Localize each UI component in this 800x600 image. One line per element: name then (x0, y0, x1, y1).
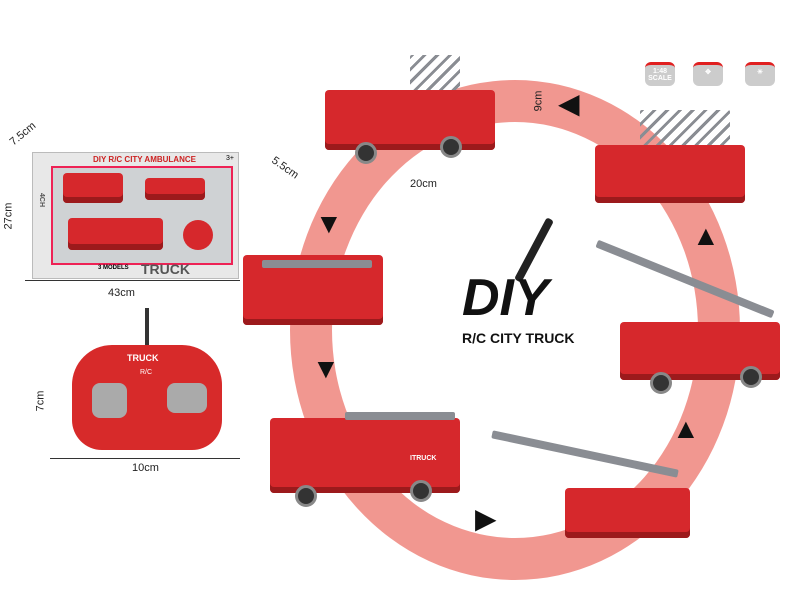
ladder (345, 412, 455, 420)
dim-box-height: 27cm (2, 202, 15, 230)
wheel (295, 485, 317, 507)
transform-arrows-icon: ✥ (693, 62, 723, 86)
logo-title: DIY (462, 269, 549, 327)
dim-box-depth: 7.5cm (7, 119, 39, 149)
box-truck-1 (63, 173, 123, 203)
box-truck-3 (68, 218, 163, 250)
box-models: 3 MODELS (98, 265, 129, 271)
arrow-down-icon: ▼ (312, 353, 340, 384)
scissor-lift (410, 55, 460, 95)
module-lift-base (595, 145, 745, 203)
remote-label-top: TRUCK (127, 353, 159, 363)
light-icon: ☀ (745, 62, 775, 86)
dim-line (25, 280, 240, 281)
dim-box-width: 43cm (108, 287, 135, 299)
logo-subtitle: R/C CITY TRUCK (462, 330, 575, 346)
truck-top (325, 90, 495, 150)
scale-label: 1:48 SCALE (648, 68, 672, 82)
box-truck-2 (145, 178, 205, 200)
module-ladder-base (565, 488, 690, 538)
dim-truck-depth: 5.5cm (269, 154, 301, 182)
dim-line-remote (50, 458, 240, 459)
arrow-right-icon: ▶ (475, 503, 497, 534)
wheel (650, 372, 672, 394)
box-channels: 4CH (38, 193, 45, 208)
truck-label: ITRUCK (410, 455, 437, 462)
wheel (410, 480, 432, 502)
right-buttons[interactable] (167, 383, 207, 413)
antenna (145, 308, 149, 360)
scale-badge: 1:48 SCALE (645, 62, 675, 86)
remote-label-mid: R/C (140, 369, 153, 376)
dim-truck-height: 9cm (532, 90, 545, 112)
dim-remote-height: 7cm (34, 390, 47, 412)
wheel (740, 366, 762, 388)
dim-remote-width: 10cm (132, 462, 159, 474)
left-buttons[interactable] (92, 383, 127, 418)
box-brand-line: DIY R/C CITY AMBULANCE (93, 155, 196, 164)
box-age: 3+ (226, 155, 234, 162)
arrow-left-icon: ◀ (558, 88, 580, 119)
truck-water (270, 418, 460, 493)
arrow-up-icon: ▲ (672, 413, 700, 444)
arrow-up-icon: ▲ (692, 220, 720, 251)
box-remote (183, 220, 213, 250)
box-title: TRUCK (141, 261, 190, 277)
remote-control: TRUCK R/C (72, 345, 222, 450)
ladder (262, 260, 372, 268)
wheel (355, 142, 377, 164)
dim-truck-length: 20cm (410, 178, 437, 190)
wheel (440, 136, 462, 158)
package-box: DIY R/C CITY AMBULANCE 3+ 4CH 3 MODELS T… (32, 152, 239, 279)
arrow-down-icon: ▼ (315, 208, 343, 239)
